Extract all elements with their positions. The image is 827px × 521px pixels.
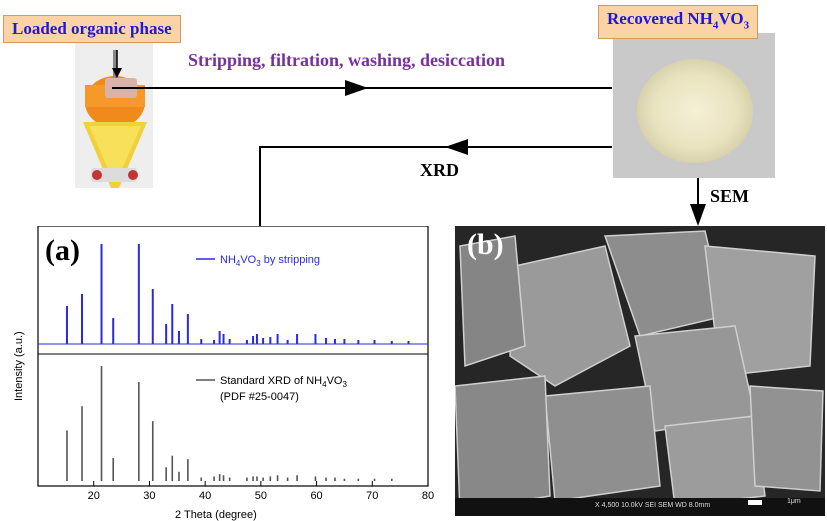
legend-bottom-line1: Standard XRD of NH4VO3 xyxy=(220,375,347,389)
xrd-chart: 20 30 40 50 60 70 80 (a) NH4VO3 by stripping S… xyxy=(13,226,434,521)
separatory-funnel-photo xyxy=(75,30,153,188)
xrd-label: XRD xyxy=(420,160,459,180)
sem-label: SEM xyxy=(710,186,750,206)
legend-bottom-line2: (PDF #25-0047) xyxy=(220,391,299,403)
chart-frame xyxy=(37,226,429,487)
x-tick-label-30: 30 xyxy=(143,490,155,502)
x-tick-label-70: 70 xyxy=(366,490,378,502)
process-label: Stripping, filtration, washing, desiccat… xyxy=(188,50,506,70)
x-axis-label: 2 Theta (degree) xyxy=(175,509,257,521)
loaded-organic-phase-label: Loaded organic phase xyxy=(3,15,181,43)
x-tick-label-20: 20 xyxy=(88,490,100,502)
x-tick-label-40: 40 xyxy=(199,490,211,502)
x-tick-label-60: 60 xyxy=(310,490,322,502)
down-arrowhead xyxy=(690,204,706,226)
recovered-nh4vo3-label: Recovered NH4VO3 xyxy=(598,5,759,40)
panel-a-letter: (a) xyxy=(45,234,80,267)
x-tick-label-80: 80 xyxy=(422,490,434,502)
right-arrowhead xyxy=(345,80,368,96)
sem-crystals xyxy=(455,226,825,516)
y-axis-label: Intensity (a.u.) xyxy=(13,331,25,401)
panel-b-letter: (b) xyxy=(467,228,504,261)
left-arrowhead xyxy=(445,139,468,155)
sem-scale-label: 1μm xyxy=(787,498,801,505)
sem-info-bar: X 4,500 10.0kV SEI SEM WD 8.0mm xyxy=(595,502,711,509)
legend-top-text: NH4VO3 by stripping xyxy=(220,254,320,268)
funnel-illustration xyxy=(75,30,153,188)
x-tick-label-50: 50 xyxy=(255,490,267,502)
powder-illustration xyxy=(613,33,775,178)
recovered-powder-photo xyxy=(613,33,775,178)
sem-image: X 4,500 10.0kV SEI SEM WD 8.0mm 1μm (b) xyxy=(455,226,825,516)
